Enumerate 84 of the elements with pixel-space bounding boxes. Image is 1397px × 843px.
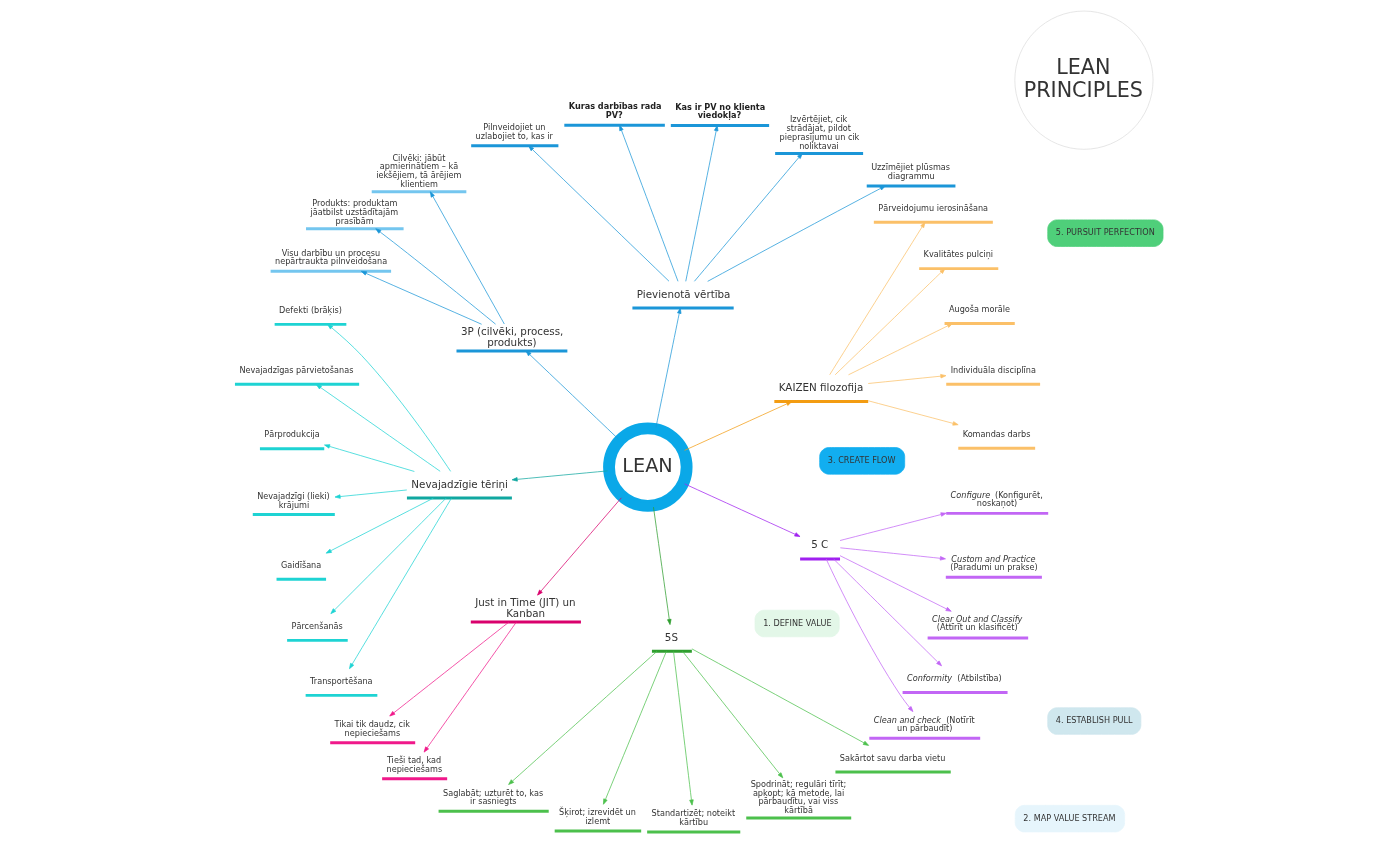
node-text: Uzzīmējiet plūsmas diagrammu: [870, 162, 950, 182]
arrow: [825, 558, 913, 712]
node-text: Pilnveidojiet un uzlabojiet to, kas ir: [475, 122, 553, 142]
arrow: [847, 323, 953, 376]
node-text: Sakārtot savu darba vietu: [839, 752, 945, 763]
node-box: 3. CREATE FLOW: [818, 447, 905, 475]
node-text: Pārveidojumu ierosināšana: [877, 202, 988, 213]
arrow: [834, 268, 945, 376]
arrow: [839, 512, 947, 541]
node-text: Tieši tad, kad nepieciešams: [386, 755, 442, 774]
arrow: [388, 621, 509, 717]
node-circle: LEAN PRINCIPLES: [1013, 10, 1153, 150]
arrow: [360, 270, 482, 325]
arrow: [374, 228, 496, 325]
node-text: KAIZEN filozofija: [778, 380, 863, 393]
arrow: [672, 651, 694, 806]
node-text: Produkts: produktam jāatbilst uzstādītajām prasībām: [309, 198, 398, 227]
arrow: [706, 185, 886, 282]
node-text: Clear Out and Classify (Attīrīt un klasificēt): [931, 614, 1022, 633]
node-box: 1. DEFINE VALUE: [754, 609, 840, 638]
arrow: [693, 153, 803, 282]
node-box: 5. PURSUIT PERFECTION: [1046, 219, 1163, 247]
node-box: 4. ESTABLISH PULL: [1046, 707, 1141, 735]
node-text: 5S: [664, 630, 678, 643]
arrow: [691, 648, 869, 746]
node-text: Visu darbību un procesu nepārtraukta pilnveidošana: [274, 247, 387, 267]
arrow: [867, 400, 958, 426]
node-text: Pievienotā vērtība: [636, 287, 730, 300]
arrow: [334, 489, 407, 499]
node-text: Tikai tik daudz, cik nepieciešams: [334, 719, 410, 738]
node-text: Kvalitātes pulciņi: [923, 249, 993, 260]
node-text: Transportēšana: [309, 676, 373, 687]
node-text: Nevajadzīgi (lieki) krājumi: [256, 490, 330, 510]
node-text: Nevajadzīgas pārvietošanas: [238, 365, 353, 376]
node-text: Kuras darbības rada PV?: [568, 101, 662, 120]
node-box: 2. MAP VALUE STREAM: [1014, 804, 1125, 833]
node-text: Individuāla disciplīna: [950, 364, 1036, 375]
node-text: Pārcenšanās: [291, 621, 343, 632]
node-text: Gaidīšana: [280, 559, 321, 570]
node-text: Nevajadzīgie tēriņi: [410, 477, 508, 490]
node-text: Conformity (Atbilstība): [906, 672, 1002, 683]
node-text: Saglabāt; uzturēt to, kas ir sasniegts: [442, 787, 543, 807]
node-text: Šķirot; izrevidēt un izlemt: [558, 807, 636, 827]
arrow: [683, 401, 792, 451]
arrow: [511, 470, 608, 482]
arrow: [330, 497, 446, 614]
node-text: Augoša morāle: [948, 304, 1010, 315]
arrow: [423, 621, 517, 753]
arrow: [867, 374, 946, 384]
arrow: [315, 384, 441, 472]
arrow: [681, 650, 783, 779]
node-text: Kas ir PV no klienta viedokļa?: [674, 101, 765, 120]
arrow: [832, 558, 942, 667]
node-text: 5 C: [810, 538, 828, 551]
arrow: [828, 221, 925, 376]
arrow: [684, 125, 718, 282]
node-text: Custom and Practice (Paradumi un prakse): [949, 553, 1038, 572]
node-text: Clean and check (Notīrīt un pārbaudīt): [873, 714, 975, 733]
arrow: [655, 307, 681, 428]
arrow: [325, 497, 434, 554]
node-text: Komandas darbs: [962, 429, 1030, 440]
arrow: [839, 555, 952, 612]
arrow: [527, 145, 669, 282]
node-text: Defekti (brāķis): [278, 305, 342, 316]
arrow: [618, 124, 678, 282]
node-text: Cilvēki: jābūt apmierinātiem – kā iekšējiem, tā ārējiem klientiem: [375, 152, 461, 190]
arrow: [326, 324, 451, 472]
node-text: Spodrināt; regulāri tīrīt; apkopt; kā metode, lai pārbaudītu, vai viss kārtībā: [750, 778, 846, 816]
arrow: [429, 191, 505, 325]
arrow: [683, 483, 800, 537]
arrow: [348, 498, 452, 670]
arrow: [602, 651, 667, 805]
arrow: [536, 497, 622, 596]
node-text: Pārprodukcija: [263, 429, 320, 440]
node-text: Standartizēt; noteikt kārtību: [651, 808, 735, 828]
arrow: [839, 547, 946, 561]
node-text: 3P (cilvēki, process, produkts): [460, 324, 563, 348]
arrow: [507, 650, 657, 785]
arrow: [652, 506, 671, 625]
node-text: Just in Time (JIT) un Kanban: [474, 595, 576, 619]
node-text: Izvērtējiet, cik strādājat, pildot pieprasījumu un cik noliktavai: [779, 114, 859, 151]
node-text: Configure (Konfigurēt, noskaņot): [950, 489, 1043, 508]
arrow: [323, 444, 415, 472]
arrow: [525, 350, 619, 440]
